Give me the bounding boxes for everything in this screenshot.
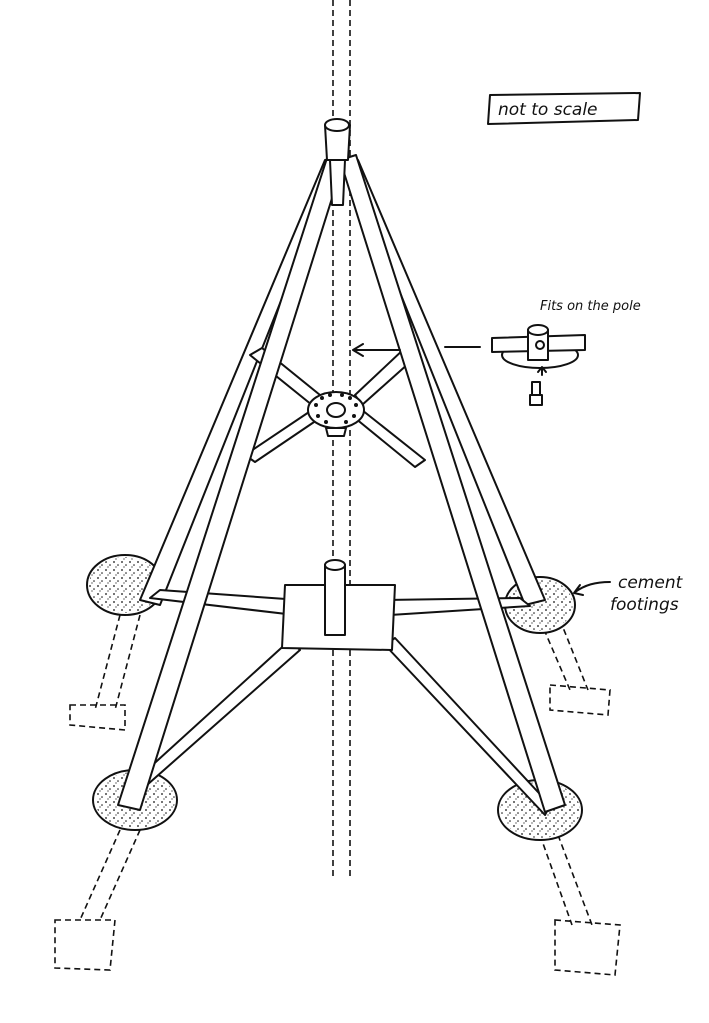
front-legs (117, 118, 566, 813)
arrow-left-icon (352, 343, 401, 357)
hub-plate (307, 391, 365, 429)
pole-dashed-outline (332, 0, 351, 880)
back-legs (139, 159, 546, 606)
footings-label-1: cement (618, 573, 684, 593)
pole-fitting-detail (491, 324, 586, 406)
detail-note: Fits on the pole (540, 299, 641, 314)
arrow-footings-icon (573, 581, 611, 596)
footings-label-2: footings (610, 595, 679, 615)
scale-note: not to scale (498, 100, 598, 120)
scale-note-box (487, 92, 641, 125)
pole-socket (324, 564, 346, 636)
footing-extensions (54, 614, 621, 976)
lower-cross-braces (124, 559, 551, 816)
